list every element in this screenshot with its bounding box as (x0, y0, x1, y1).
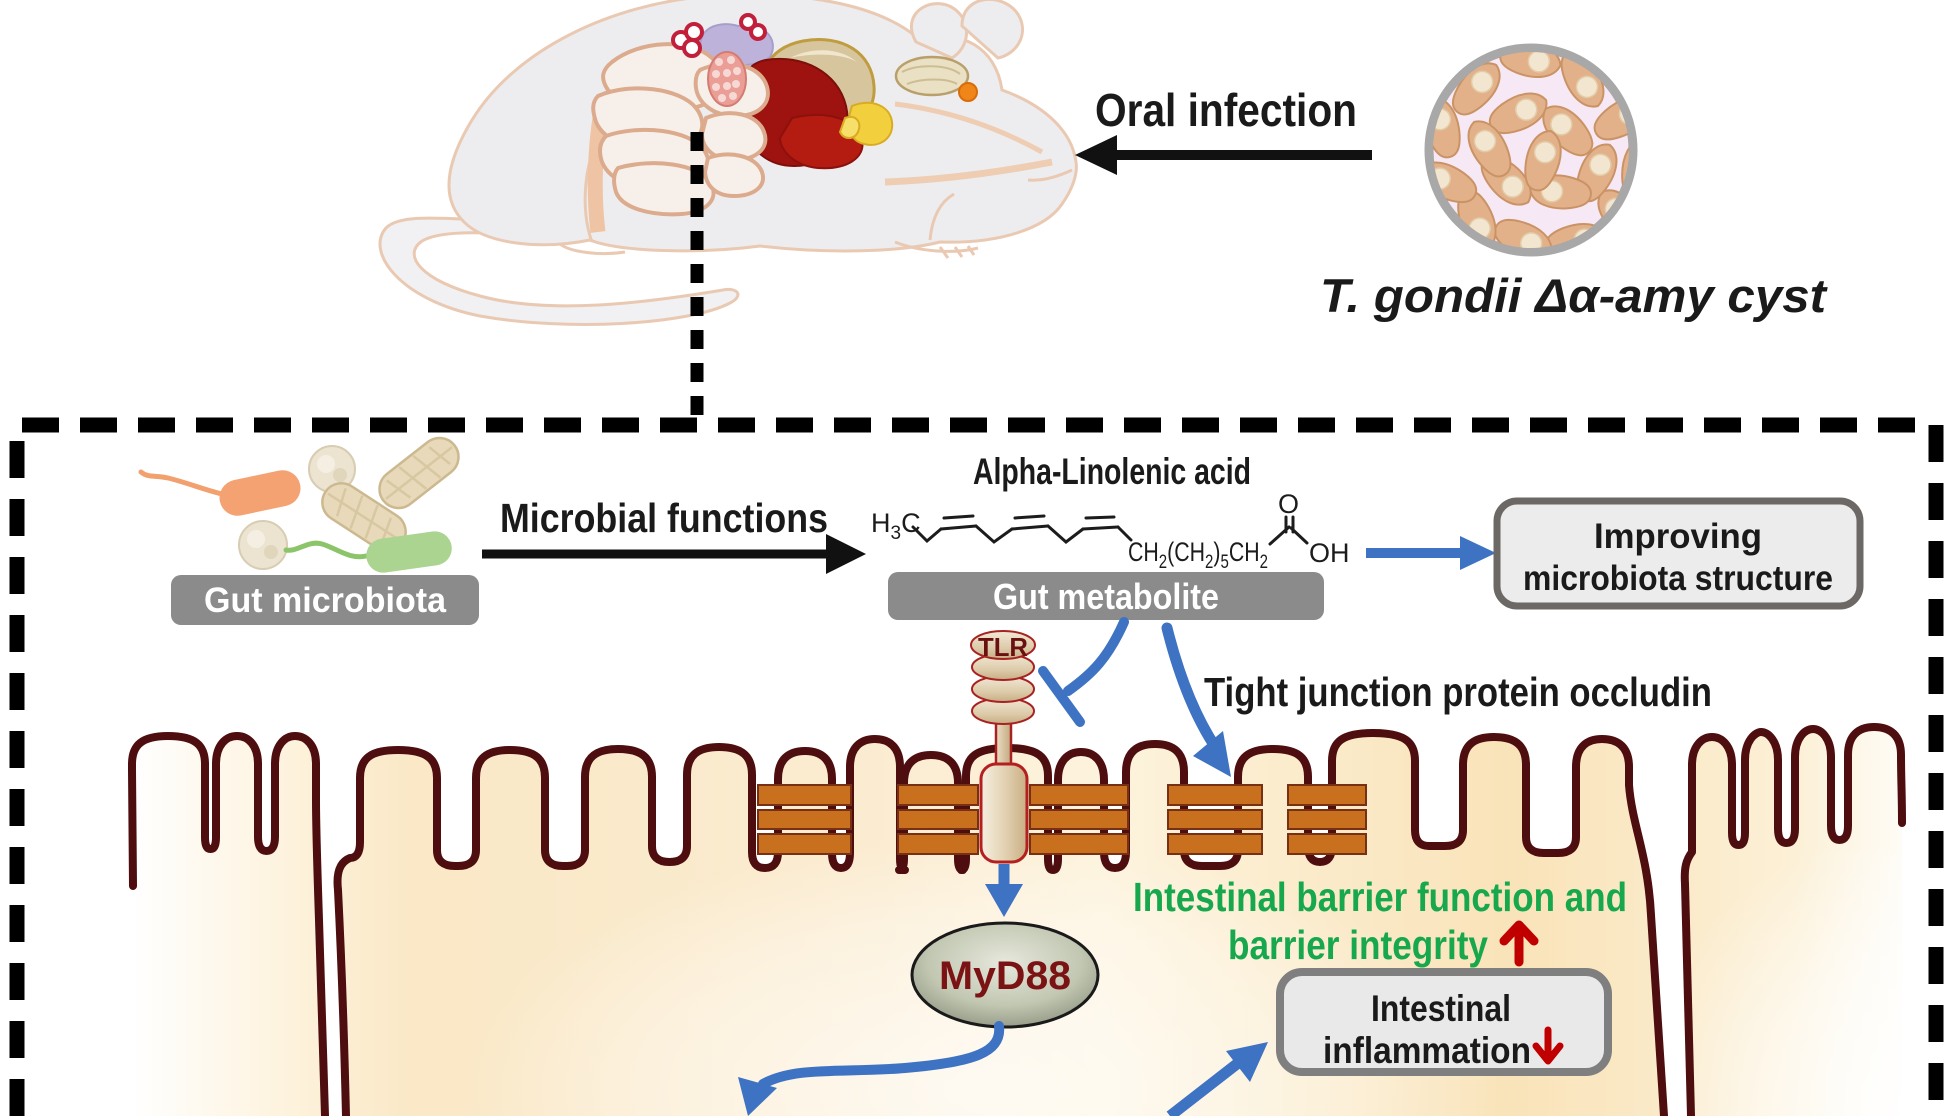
svg-text:OH: OH (1309, 538, 1350, 568)
svg-text:microbiota structure: microbiota structure (1523, 559, 1833, 598)
svg-text:inflammation: inflammation (1323, 1030, 1531, 1071)
svg-text:Intestinal: Intestinal (1371, 988, 1511, 1029)
svg-text:Tight junction protein occludi: Tight junction protein occludin (1204, 669, 1712, 715)
svg-text:T. gondii Δα-amy cyst: T. gondii Δα-amy cyst (1320, 269, 1828, 322)
svg-text:O: O (1278, 489, 1299, 519)
svg-text:Improving: Improving (1594, 517, 1762, 556)
svg-text:Alpha-Linolenic acid: Alpha-Linolenic acid (973, 451, 1251, 492)
svg-text:TLR: TLR (978, 632, 1028, 662)
svg-text:Microbial functions: Microbial functions (500, 495, 828, 541)
svg-text:MyD88: MyD88 (939, 954, 1071, 998)
svg-text:Oral infection: Oral infection (1095, 84, 1357, 136)
svg-text:barrier integrity: barrier integrity (1228, 922, 1488, 968)
svg-text:Gut metabolite: Gut metabolite (993, 576, 1219, 617)
svg-text:Intestinal barrier function an: Intestinal barrier function and (1133, 874, 1627, 920)
svg-text:Gut microbiota: Gut microbiota (204, 581, 447, 620)
